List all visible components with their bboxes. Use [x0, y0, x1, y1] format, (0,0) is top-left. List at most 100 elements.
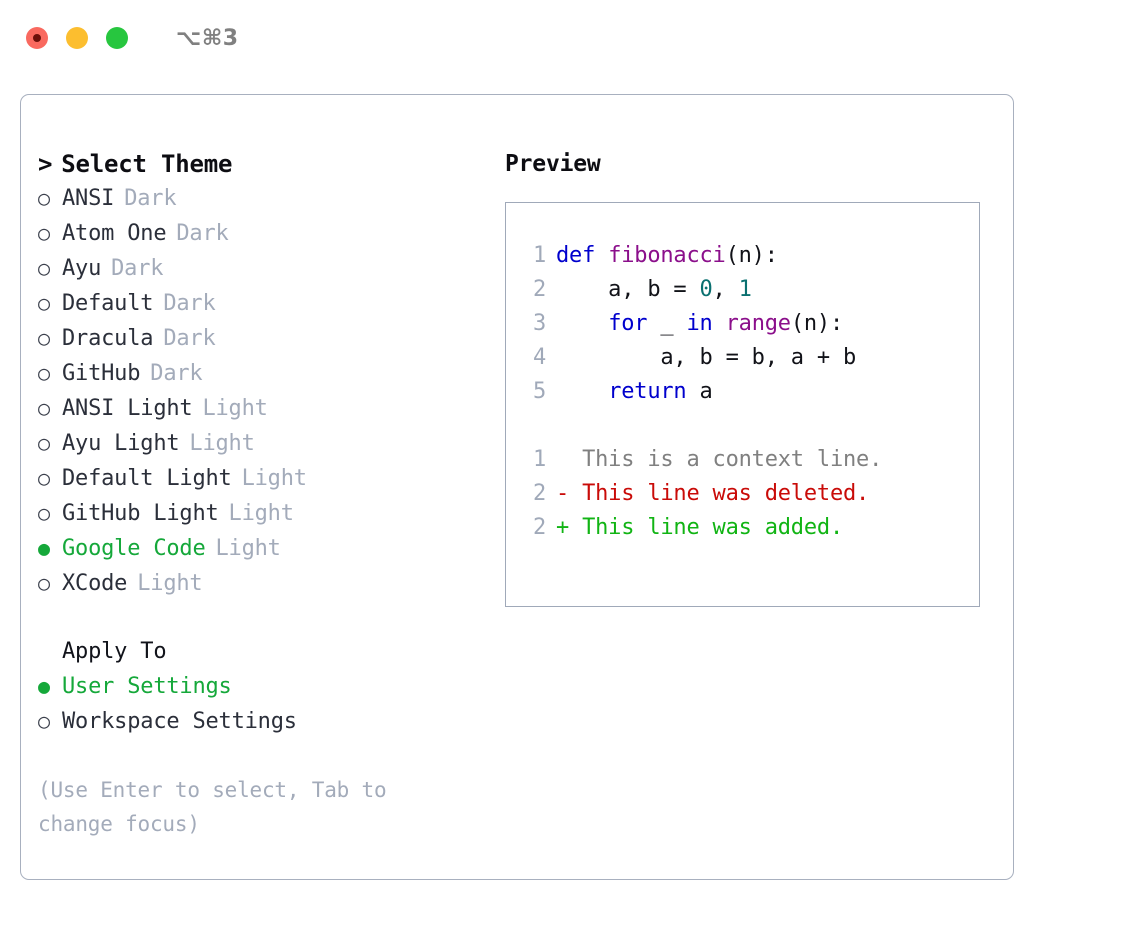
theme-option-label: Ayu Light — [62, 431, 180, 456]
diff-line-text: - This line was deleted. — [556, 481, 870, 506]
code-diff-gap — [520, 409, 979, 443]
theme-option-label: GitHub Light — [62, 501, 219, 526]
theme-option-ayu-light[interactable]: ○ Ayu Light Light — [38, 426, 501, 461]
code-token-num: 1 — [738, 277, 752, 302]
radio-unselected-icon: ○ — [38, 361, 50, 385]
theme-variant-badge: Dark — [111, 256, 164, 281]
theme-option-label: Ayu — [62, 256, 102, 281]
caret-icon: > — [38, 150, 53, 178]
line-number: 3 — [532, 311, 546, 336]
line-number: 1 — [532, 447, 546, 472]
radio-selected-icon: ● — [38, 674, 50, 698]
code-token-plain: _ — [647, 311, 687, 336]
code-token-plain: a, b = — [556, 277, 700, 302]
radio-unselected-icon: ○ — [38, 221, 50, 245]
code-token-fn: range — [725, 311, 791, 336]
code-token-kw: return — [608, 379, 687, 404]
theme-option-label: Atom One — [62, 221, 167, 246]
line-number: 5 — [532, 379, 546, 404]
theme-option-label: Dracula — [62, 326, 154, 351]
apply-to-option-user-settings[interactable]: ● User Settings — [38, 669, 501, 704]
diff-line-text: + This line was added. — [556, 515, 843, 540]
code-token-plain — [556, 311, 608, 336]
radio-selected-icon: ● — [38, 536, 50, 560]
zoom-button[interactable] — [106, 27, 128, 49]
theme-option-label: XCode — [62, 571, 128, 596]
code-token-fn: fibonacci — [608, 243, 726, 268]
code-token-kw: def — [556, 243, 609, 268]
code-token-kw: in — [686, 311, 713, 336]
code-token-plain — [556, 379, 608, 404]
theme-variant-badge: Light — [137, 571, 203, 596]
apply-to-option-workspace-settings[interactable]: ○ Workspace Settings — [38, 704, 501, 739]
theme-option-label: ANSI Light — [62, 396, 193, 421]
apply-to-option-label: User Settings — [62, 674, 232, 699]
code-line: 3 for _ in range(n): — [520, 307, 979, 341]
select-theme-heading: > Select Theme — [38, 147, 501, 181]
code-token-plain: (n): — [725, 243, 778, 268]
theme-variant-badge: Light — [202, 396, 268, 421]
line-number: 4 — [532, 345, 546, 370]
theme-option-xcode[interactable]: ○ XCode Light — [38, 566, 501, 601]
select-theme-heading-label: Select Theme — [61, 150, 233, 178]
minimize-button[interactable] — [66, 27, 88, 49]
keyboard-hint: (Use Enter to select, Tab to change focu… — [38, 778, 387, 836]
radio-unselected-icon: ○ — [38, 291, 50, 315]
code-token-plain: a — [686, 379, 713, 404]
window-title: ⌥⌘3 — [176, 25, 239, 51]
apply-to-heading: Apply To — [62, 639, 167, 664]
diff-line-text: This is a context line. — [556, 447, 883, 472]
theme-option-dracula[interactable]: ○ Dracula Dark — [38, 321, 501, 356]
line-number: 2 — [532, 515, 546, 540]
radio-unselected-icon: ○ — [38, 709, 50, 733]
theme-option-ansi-light[interactable]: ○ ANSI Light Light — [38, 391, 501, 426]
diff-sample: 1 This is a context line. 2 - This line wa… — [520, 443, 979, 545]
title-bar: ⌥⌘3 — [0, 0, 1140, 76]
theme-variant-badge: Dark — [163, 291, 216, 316]
radio-unselected-icon: ○ — [38, 186, 50, 210]
line-number: 1 — [532, 243, 546, 268]
theme-option-label: Default Light — [62, 466, 232, 491]
code-line: 1 def fibonacci(n): — [520, 239, 979, 273]
preview-title: Preview — [505, 151, 601, 177]
radio-unselected-icon: ○ — [38, 326, 50, 350]
list-spacer — [38, 601, 501, 635]
theme-variant-badge: Light — [241, 466, 307, 491]
theme-option-atom-one[interactable]: ○ Atom One Dark — [38, 216, 501, 251]
theme-variant-badge: Light — [189, 431, 255, 456]
theme-variant-badge: Dark — [150, 361, 203, 386]
code-token-kw: for — [608, 311, 648, 336]
code-token-plain: a, b = b, a + b — [556, 345, 857, 370]
radio-unselected-icon: ○ — [38, 431, 50, 455]
theme-variant-badge: Light — [228, 501, 294, 526]
code-token-plain: (n): — [790, 311, 844, 336]
radio-unselected-icon: ○ — [38, 571, 50, 595]
close-button[interactable] — [26, 27, 48, 49]
theme-option-github[interactable]: ○ GitHub Dark — [38, 356, 501, 391]
theme-variant-badge: Light — [215, 536, 281, 561]
code-line: 4 a, b = b, a + b — [520, 341, 979, 375]
theme-variant-badge: Dark — [124, 186, 177, 211]
theme-option-label: GitHub — [62, 361, 141, 386]
theme-variant-badge: Dark — [163, 326, 216, 351]
radio-unselected-icon: ○ — [38, 396, 50, 420]
code-line: 2 a, b = 0, 1 — [520, 273, 979, 307]
theme-variant-badge: Dark — [176, 221, 229, 246]
code-token-num: 0 — [699, 277, 713, 302]
code-token-plain — [713, 311, 726, 336]
apply-to-option-label: Workspace Settings — [62, 709, 297, 734]
diff-line-add: 2 + This line was added. — [520, 511, 979, 545]
